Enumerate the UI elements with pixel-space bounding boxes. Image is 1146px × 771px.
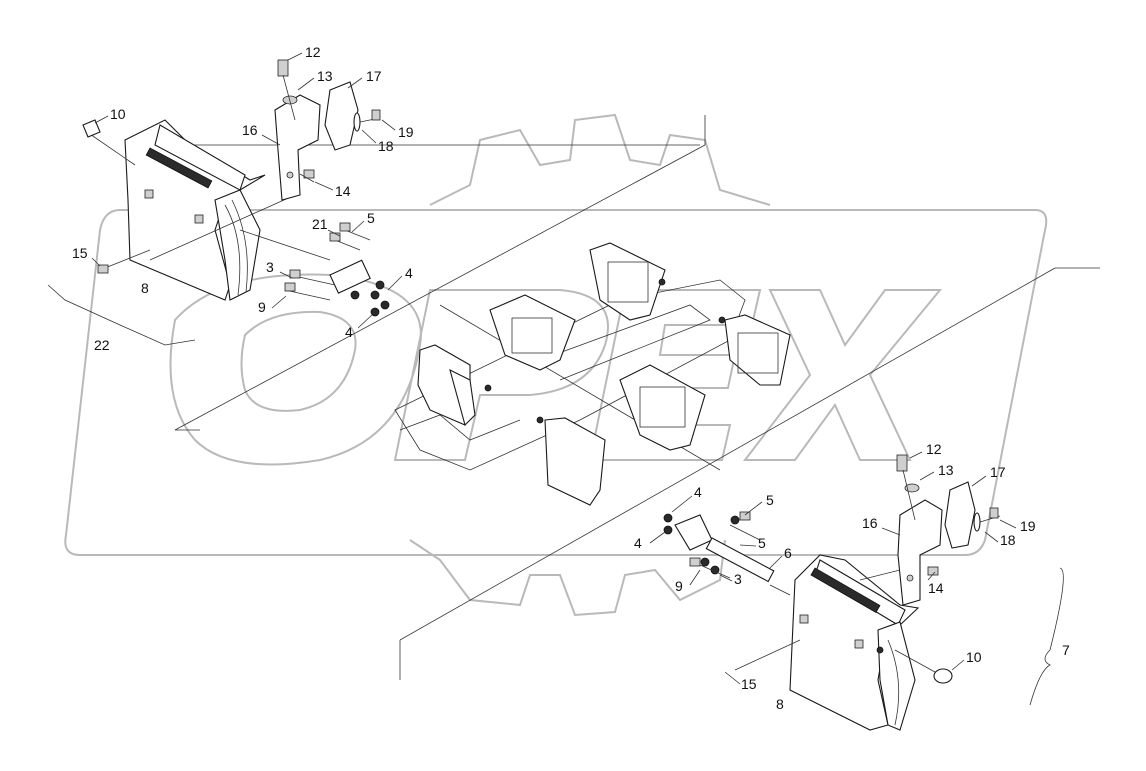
callout-label: 9: [675, 578, 683, 594]
label-leaders: [91, 52, 1017, 685]
callout-label: 22: [94, 337, 110, 353]
labels-bottom-right: 12 13 17 16 19 18 4 5 4 5 6 9 3 14 10 7 …: [634, 441, 1070, 712]
callout-label: 17: [366, 68, 382, 84]
callout-label: 10: [110, 106, 126, 122]
callout-label: 13: [317, 68, 333, 84]
callout-label: 19: [1020, 518, 1036, 534]
callout-label: 15: [72, 245, 88, 261]
callout-label: 4: [694, 484, 702, 500]
vehicle-overview: [394, 242, 791, 506]
callout-label: 5: [758, 535, 766, 551]
callout-label: 16: [862, 515, 878, 531]
callout-label: 8: [141, 280, 149, 296]
callout-label: 18: [378, 138, 394, 154]
callout-label: 5: [367, 210, 375, 226]
callout-label: 12: [305, 44, 321, 60]
callout-label: 5: [766, 492, 774, 508]
callout-label: 19: [398, 124, 414, 140]
mudguard-left: [82, 119, 331, 301]
callout-label: 6: [784, 545, 792, 561]
hinge-left: [97, 222, 390, 317]
mount-bracket-left: [274, 59, 381, 201]
callout-label: 4: [405, 265, 413, 281]
hinge-right: [663, 511, 775, 583]
callout-label: 14: [335, 183, 351, 199]
callout-label: 12: [926, 441, 942, 457]
labels-top-left: 12 13 17 10 16 19 18 14 21 5 15 3 4 9 8 …: [72, 44, 414, 353]
callout-label: 4: [345, 324, 353, 340]
callout-label: 10: [966, 649, 982, 665]
leader-lines: [47, 115, 1100, 706]
callout-label: 16: [242, 122, 258, 138]
callout-label: 7: [1062, 642, 1070, 658]
callout-label: 14: [928, 580, 944, 596]
callout-label: 18: [1000, 532, 1016, 548]
callout-label: 17: [990, 464, 1006, 480]
callout-label: 3: [734, 571, 742, 587]
callout-label: 3: [266, 259, 274, 275]
mount-bracket-right: [859, 454, 1001, 606]
callout-label: 9: [258, 299, 266, 315]
callout-label: 4: [634, 535, 642, 551]
callout-label: 21: [312, 216, 328, 232]
callout-label: 15: [741, 676, 757, 692]
mudguard-right: [734, 554, 953, 731]
callout-label: 13: [938, 462, 954, 478]
callout-label: 8: [776, 696, 784, 712]
